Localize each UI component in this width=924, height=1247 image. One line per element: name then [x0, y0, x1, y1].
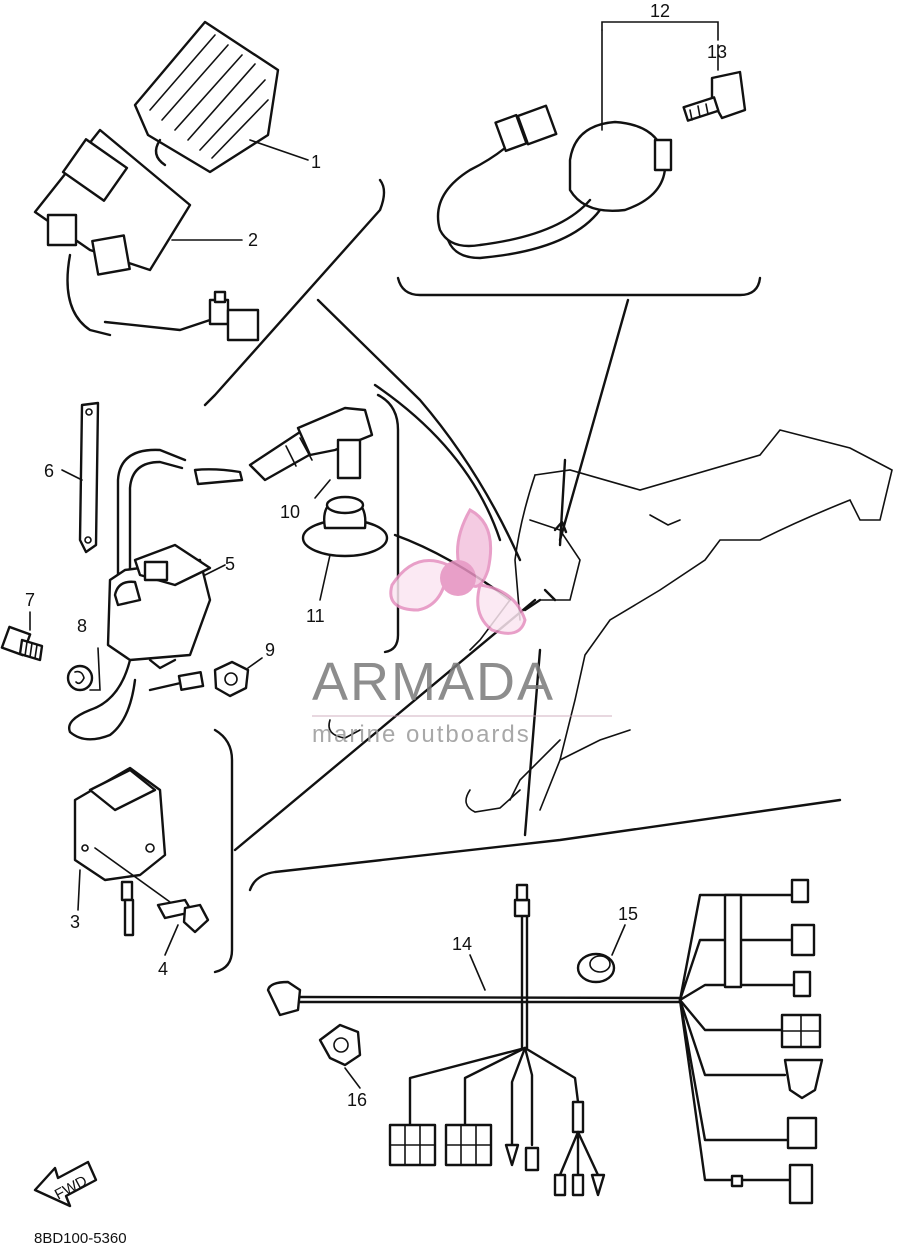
bolt[interactable]	[0, 625, 44, 662]
ignition-key[interactable]	[682, 70, 747, 122]
callout-7: 7	[25, 590, 35, 610]
callout-1: 1	[311, 152, 321, 172]
callout-2: 2	[248, 230, 258, 250]
watermark-tagline: marine outboards	[312, 721, 531, 748]
callout-14: 14	[452, 934, 472, 954]
callout-12: 12	[650, 1, 670, 21]
screw[interactable]	[94, 847, 210, 934]
main-switch[interactable]	[436, 104, 673, 260]
reference-code: 8BD100-5360	[34, 1230, 127, 1247]
rectifier-regulator[interactable]	[133, 20, 280, 174]
callout-15: 15	[618, 904, 638, 924]
watermark: ARMADA marine outboards	[312, 507, 612, 748]
propeller-logo-icon	[389, 507, 527, 635]
callout-4: 4	[158, 959, 168, 979]
nut[interactable]	[213, 660, 250, 698]
callout-10: 10	[280, 502, 300, 522]
cdi-unit[interactable]	[33, 128, 260, 342]
callout-13: 13	[707, 42, 727, 62]
fwd-arrow-icon: FWD	[33, 1160, 98, 1208]
callout-5: 5	[225, 554, 235, 574]
callout-9: 9	[265, 640, 275, 660]
grommet[interactable]	[576, 952, 616, 984]
spark-plug-cap[interactable]	[248, 406, 374, 482]
callout-8: 8	[77, 616, 87, 636]
rubber-cap[interactable]	[301, 495, 389, 558]
ignition-coil[interactable]	[68, 448, 212, 741]
washer[interactable]	[66, 664, 94, 692]
watermark-brand: ARMADA	[312, 652, 555, 712]
callout-11: 11	[306, 606, 325, 626]
engine-outline	[328, 429, 893, 813]
band-strap[interactable]	[78, 401, 100, 554]
callout-16: 16	[347, 1090, 367, 1110]
callout-3: 3	[70, 912, 80, 932]
wire-harness[interactable]	[266, 878, 824, 1205]
clamp[interactable]	[318, 1023, 362, 1067]
callout-labels: 1 2 3 4 5 6 7 8 9 10 11 12 13 14 15 16	[25, 1, 727, 1110]
callout-6: 6	[44, 461, 54, 481]
cover-box[interactable]	[73, 766, 167, 937]
